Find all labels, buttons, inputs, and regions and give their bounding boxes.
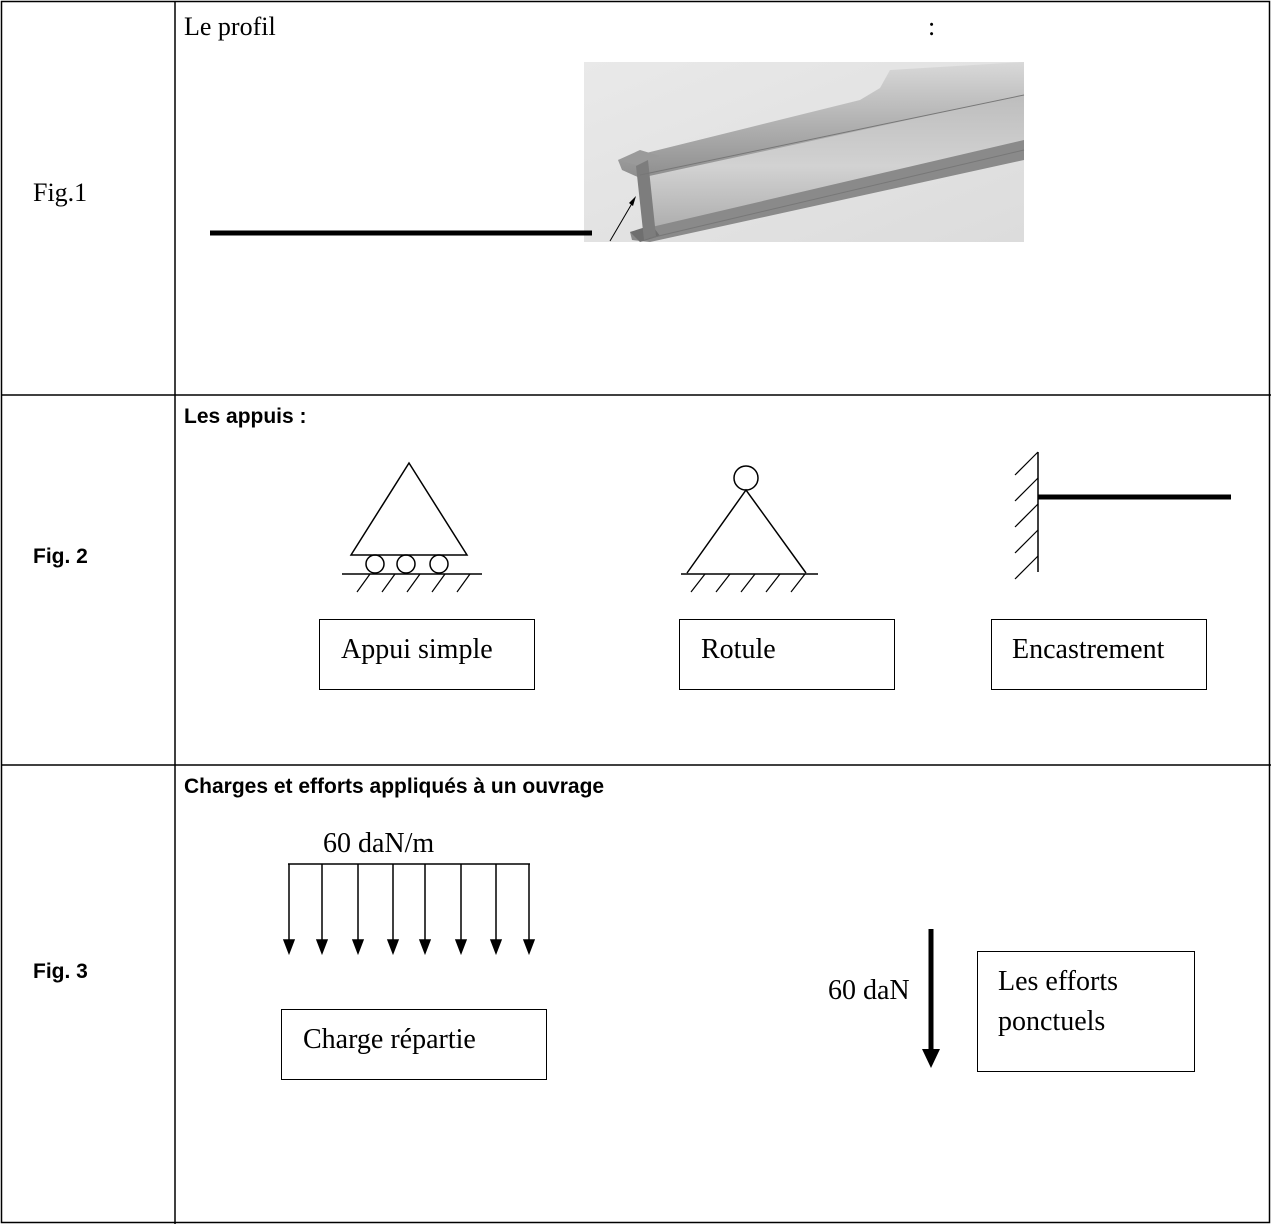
row-1-heading: Le profil bbox=[184, 12, 276, 41]
point-load-label-box: Les efforts ponctuels bbox=[977, 951, 1195, 1072]
support-label-box-simple: Appui simple bbox=[319, 619, 535, 690]
support-label-box-rotule: Rotule bbox=[679, 619, 895, 690]
row-1-heading-colon: : bbox=[928, 12, 936, 41]
support-label-rotule: Rotule bbox=[701, 634, 776, 665]
row-3-heading: Charges et efforts appliqués à un ouvrag… bbox=[184, 775, 605, 798]
support-label-encastrement: Encastrement bbox=[1012, 634, 1165, 665]
distributed-load-label: Charge répartie bbox=[303, 1024, 476, 1055]
fig-2-label: Fig. 2 bbox=[33, 545, 88, 568]
support-label-simple: Appui simple bbox=[341, 634, 493, 665]
point-load-value: 60 daN bbox=[828, 975, 910, 1006]
distributed-load-value: 60 daN/m bbox=[323, 828, 435, 859]
point-load-label-line1: Les efforts bbox=[998, 966, 1118, 997]
row-2-heading: Les appuis : bbox=[184, 405, 307, 428]
support-label-box-encastrement: Encastrement bbox=[991, 619, 1207, 690]
fig-3-label: Fig. 3 bbox=[33, 960, 88, 983]
point-load-label-line2: ponctuels bbox=[998, 1006, 1106, 1037]
fig-1-label: Fig.1 bbox=[33, 178, 88, 207]
distributed-load-label-box: Charge répartie bbox=[281, 1009, 547, 1080]
